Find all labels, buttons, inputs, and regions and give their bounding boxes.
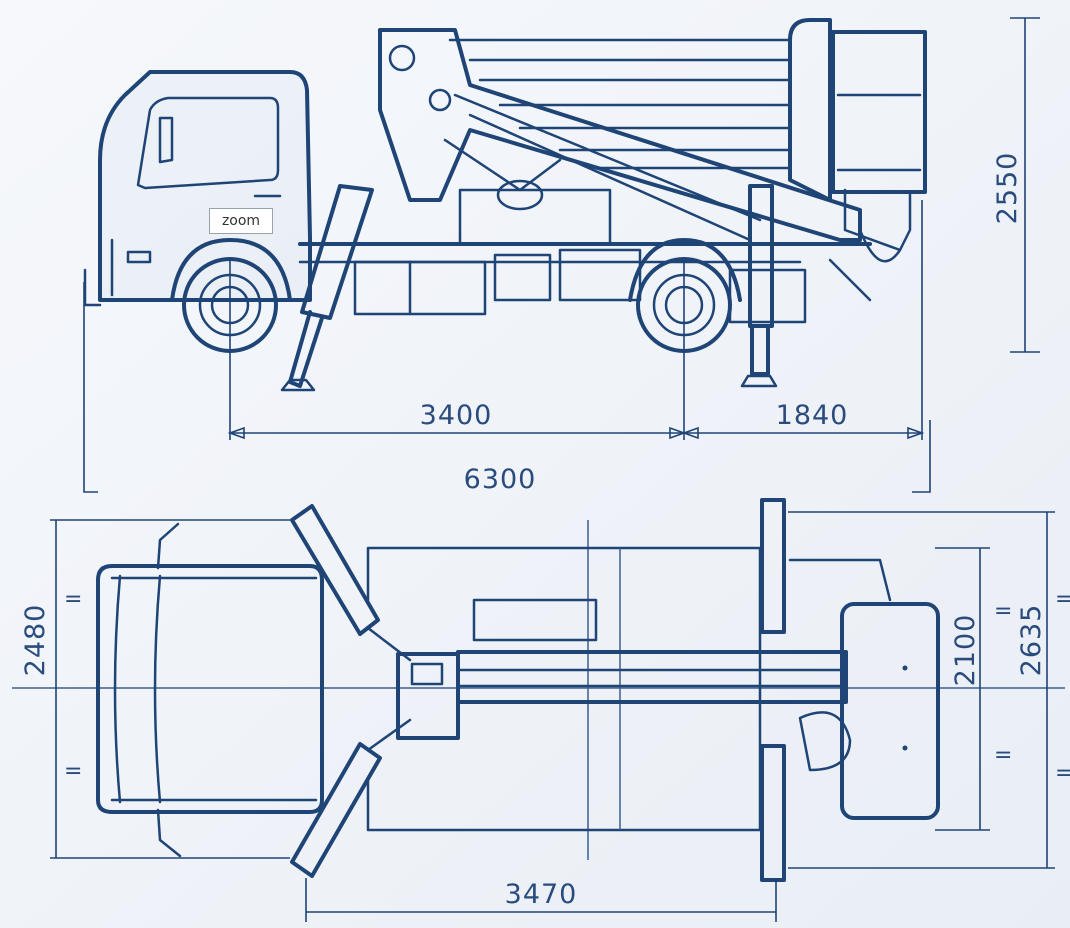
top-basket: [788, 558, 940, 820]
equal-mark-right-lower: =: [1055, 761, 1070, 786]
side-front-outrigger: [280, 184, 374, 392]
equal-mark-mid-lower: =: [994, 743, 1012, 768]
top-cab: [96, 522, 324, 858]
rear-overhang-dimension-label: 1840: [776, 400, 849, 431]
overall-length-dimension-label: 6300: [464, 464, 537, 495]
side-chassis: [83, 188, 872, 324]
height-dimension-label: 2550: [992, 152, 1023, 225]
top-view: 2480 2100 2635 3470 = = = = = =: [12, 498, 1070, 922]
top-front-outriggers: [290, 504, 412, 878]
side-rear-outrigger: [740, 184, 778, 388]
side-basket: [828, 30, 927, 302]
outrigger-span-dimension-label: 3470: [505, 879, 578, 910]
side-boom: [378, 18, 862, 242]
outrigger-width-dimension-label: 2635: [1016, 604, 1047, 677]
side-view: 2550 3400 1840 6300: [83, 17, 1040, 495]
zoom-button[interactable]: zoom: [209, 208, 273, 234]
top-dimensions: [50, 511, 1055, 922]
top-boom: [396, 650, 852, 772]
equal-mark-mid-upper: =: [994, 599, 1012, 624]
wheelbase-dimension-label: 3400: [420, 400, 493, 431]
side-cab: [98, 70, 312, 302]
platform-width-dimension-label: 2100: [950, 614, 981, 687]
side-dimensions: [83, 17, 1040, 493]
width-dimension-label: 2480: [20, 604, 51, 677]
top-rear-outriggers: [760, 498, 786, 882]
equal-mark-left-upper: =: [64, 587, 82, 612]
equal-mark-left-lower: =: [64, 759, 82, 784]
equal-mark-right-upper: =: [1055, 587, 1070, 612]
